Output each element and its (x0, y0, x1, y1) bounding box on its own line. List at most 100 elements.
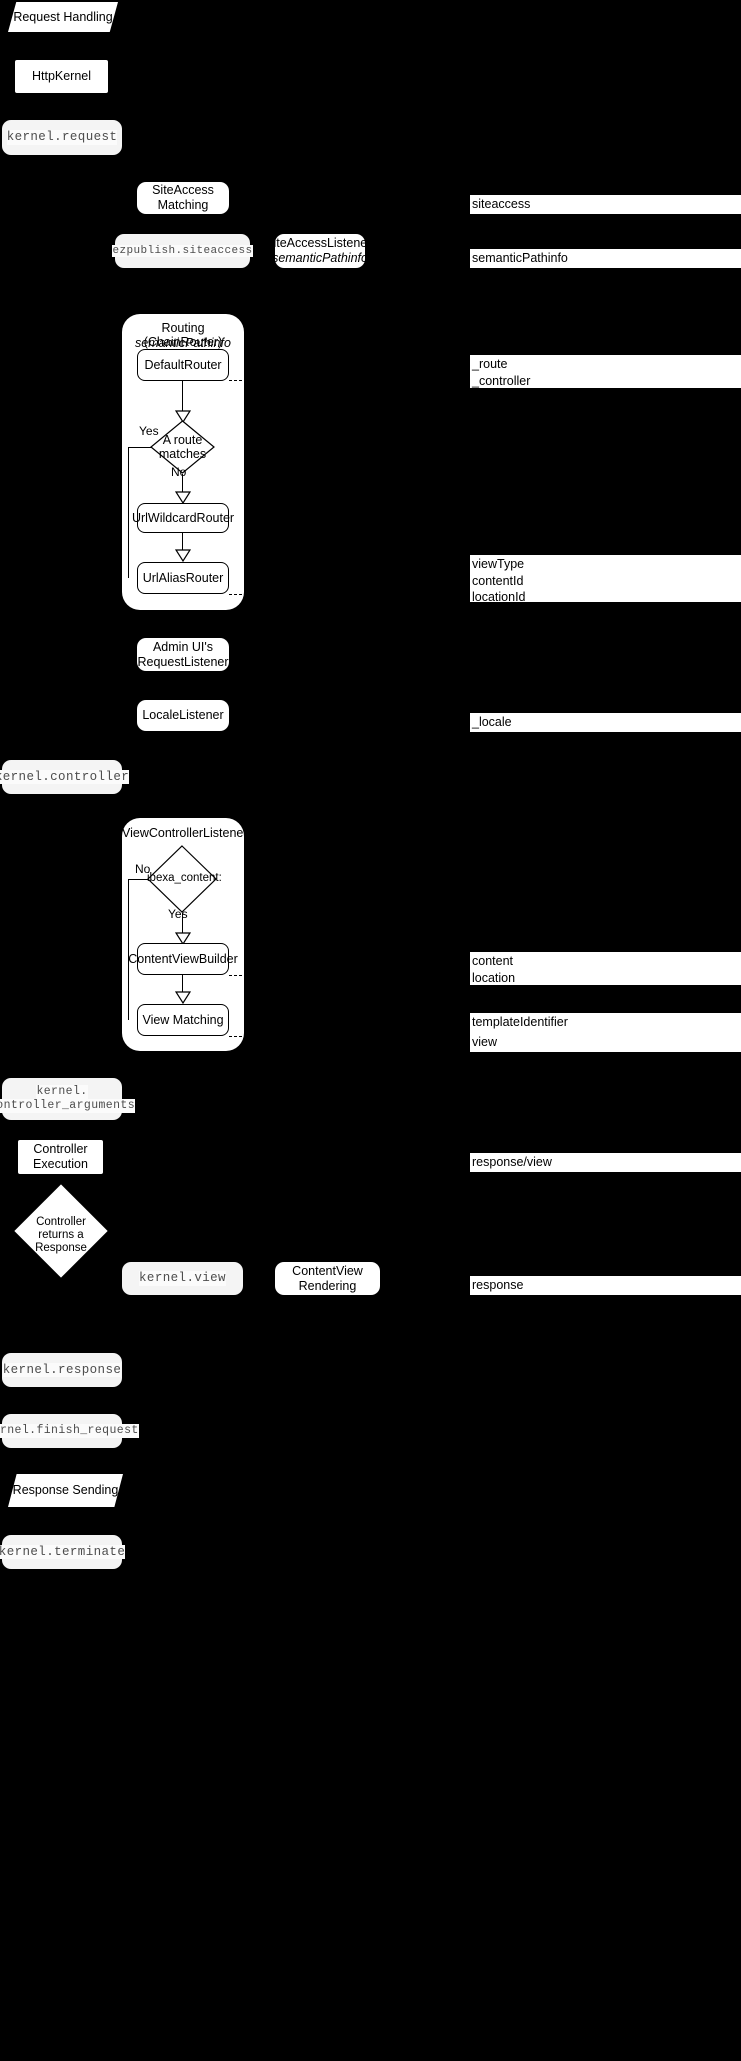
event-kernel-response: kernel.response (2, 1353, 122, 1387)
inner-contentview-builder: ContentViewBuilder (128, 943, 238, 975)
box-httpkernel: HttpKernel (15, 60, 108, 93)
phase-request-handling: Request Handling (8, 2, 118, 32)
event-label: kernel.controller (0, 769, 130, 785)
box-label: ContentView Rendering (292, 1263, 363, 1293)
attr-content-location: content location (470, 952, 741, 985)
edge-label-no-ibexa: No (135, 862, 151, 876)
decision-ibexa-content: ibexa_content: (147, 845, 222, 913)
connector-yes-route-horizontal (128, 447, 152, 449)
connector-defaultrouter-to-decision (182, 381, 184, 416)
attr-line: viewType (472, 557, 525, 571)
box-adminui-requestlistener: Admin UI's RequestListener (137, 638, 229, 671)
connector-no-ibexa-horizontal (128, 879, 148, 881)
connector-yes-route-vertical (128, 447, 130, 578)
group-subtitle: (ChainRouter) (143, 335, 223, 349)
inner-label: ContentViewBuilder (128, 952, 238, 966)
inner-label: DefaultRouter (144, 358, 222, 372)
arrowhead-outline (175, 991, 191, 1004)
box-siteaccess-matching: SiteAccess Matching (137, 182, 229, 214)
attr-view: view (470, 1033, 741, 1052)
phase-label: Response Sending (12, 1483, 119, 1498)
attr-line: _route (472, 357, 508, 371)
attr-line: content (472, 954, 514, 968)
connector-yes-ibexa (182, 913, 184, 938)
attr-siteaccess: siteaccess (470, 195, 741, 214)
box-label: LocaleListener (142, 708, 224, 723)
inner-label: UrlAliasRouter (142, 571, 224, 585)
box-controller-execution: Controller Execution (18, 1140, 103, 1174)
inner-label: UrlWildcardRouter (131, 511, 235, 525)
arrowhead-outline (175, 410, 191, 423)
event-label: kernel.response (2, 1362, 122, 1378)
attr-view-identifiers: viewType contentId locationId (470, 555, 741, 604)
arrowhead-outline (175, 491, 191, 504)
event-ezpublish-siteaccess: ezpublish.siteaccess (112, 234, 253, 268)
event-kernel-view: kernel.view (122, 1262, 243, 1295)
attr-line: locationId (472, 590, 526, 605)
group-chainrouter-title: Routing semanticPathinfo (122, 321, 244, 351)
attr-line: _locale (472, 715, 512, 729)
edge-label-yes-ibexa: Yes (168, 907, 188, 921)
group-title: ViewControllerListener (122, 826, 248, 840)
inner-view-matching: View Matching (137, 1004, 229, 1036)
arrowhead-outline (175, 932, 191, 945)
inner-label: View Matching (142, 1013, 224, 1027)
inner-urlalias-router: UrlAliasRouter (137, 562, 229, 594)
box-contentview-rendering: ContentView Rendering (275, 1262, 380, 1295)
attr-line: response/view (472, 1155, 552, 1169)
event-label-line2: controller_arguments (0, 1099, 136, 1113)
box-label-line1: SiteAccessListener: (265, 236, 375, 251)
event-kernel-terminate: kernel.terminate (0, 1535, 126, 1569)
attr-semanticpathinfo: semanticPathinfo (470, 249, 741, 268)
box-siteaccess-listener: SiteAccessListener: semanticPathinfo (265, 234, 375, 268)
phase-label: Request Handling (13, 9, 113, 24)
attr-line: contentId (472, 573, 524, 588)
connector-wildcard-to-alias (182, 533, 184, 556)
event-label: kernel.view (139, 1271, 226, 1286)
phase-response-sending: Response Sending (8, 1474, 123, 1507)
attr-route-controller: _route _controller (470, 355, 741, 388)
group-title-prefix: Routing (161, 321, 205, 335)
group-title-emphasis: semanticPathinfo (135, 335, 231, 350)
box-label-line2: RequestListener (137, 654, 229, 669)
decision-controller-returns-response-line3: Response (35, 1242, 87, 1254)
box-label: SiteAccess Matching (152, 183, 214, 212)
attr-line: siteaccess (472, 197, 531, 211)
attr-response-view: response/view (470, 1153, 741, 1172)
group-viewcontrollerlistener-title: ViewControllerListener (122, 826, 248, 841)
event-label-line1: kernel. (36, 1085, 88, 1099)
arrowhead-outline (175, 549, 191, 562)
attr-response: response (470, 1276, 741, 1295)
edge-label-no-route: No (171, 465, 187, 479)
box-label-line2: semanticPathinfo (272, 251, 368, 265)
event-label: kernel.request (6, 130, 118, 145)
attr-line: semanticPathinfo (472, 251, 568, 265)
event-label: ezpublish.siteaccess (112, 244, 253, 258)
dash-urlalias-to-view-attrs (229, 594, 247, 595)
box-label-line1: Admin UI's (152, 639, 214, 654)
dash-defaultrouter-to-route-attr (229, 380, 247, 381)
event-kernel-finish-request: kernel.finish_request (0, 1414, 139, 1448)
box-label: Controller Execution (33, 1142, 88, 1171)
attr-line: response (472, 1278, 524, 1292)
connector-builder-to-matching (182, 975, 184, 997)
event-label: kernel.finish_request (0, 1424, 139, 1438)
attr-line: view (472, 1035, 498, 1049)
inner-urlwildcard-router: UrlWildcardRouter (132, 503, 234, 533)
box-locale-listener: LocaleListener (137, 700, 229, 731)
attr-locale: _locale (470, 713, 741, 732)
decision-controller-returns-response-line2: returns a (38, 1229, 84, 1241)
box-label: HttpKernel (31, 69, 92, 84)
attr-line: templateIdentifier (472, 1015, 568, 1029)
decision-controller-returns-response-line1: Controller (36, 1216, 86, 1228)
event-label: kernel.terminate (0, 1544, 126, 1560)
dash-matching-to-template-attrs (229, 1036, 247, 1037)
event-kernel-request: kernel.request (2, 120, 122, 155)
group-chainrouter-subtitle: (ChainRouter) (122, 335, 244, 350)
edge-label-yes-route: Yes (139, 424, 159, 438)
dash-builder-to-content-attrs (229, 975, 247, 976)
connector-no-route (182, 474, 184, 498)
attr-line: location (472, 970, 516, 985)
inner-default-router: DefaultRouter (137, 349, 229, 381)
